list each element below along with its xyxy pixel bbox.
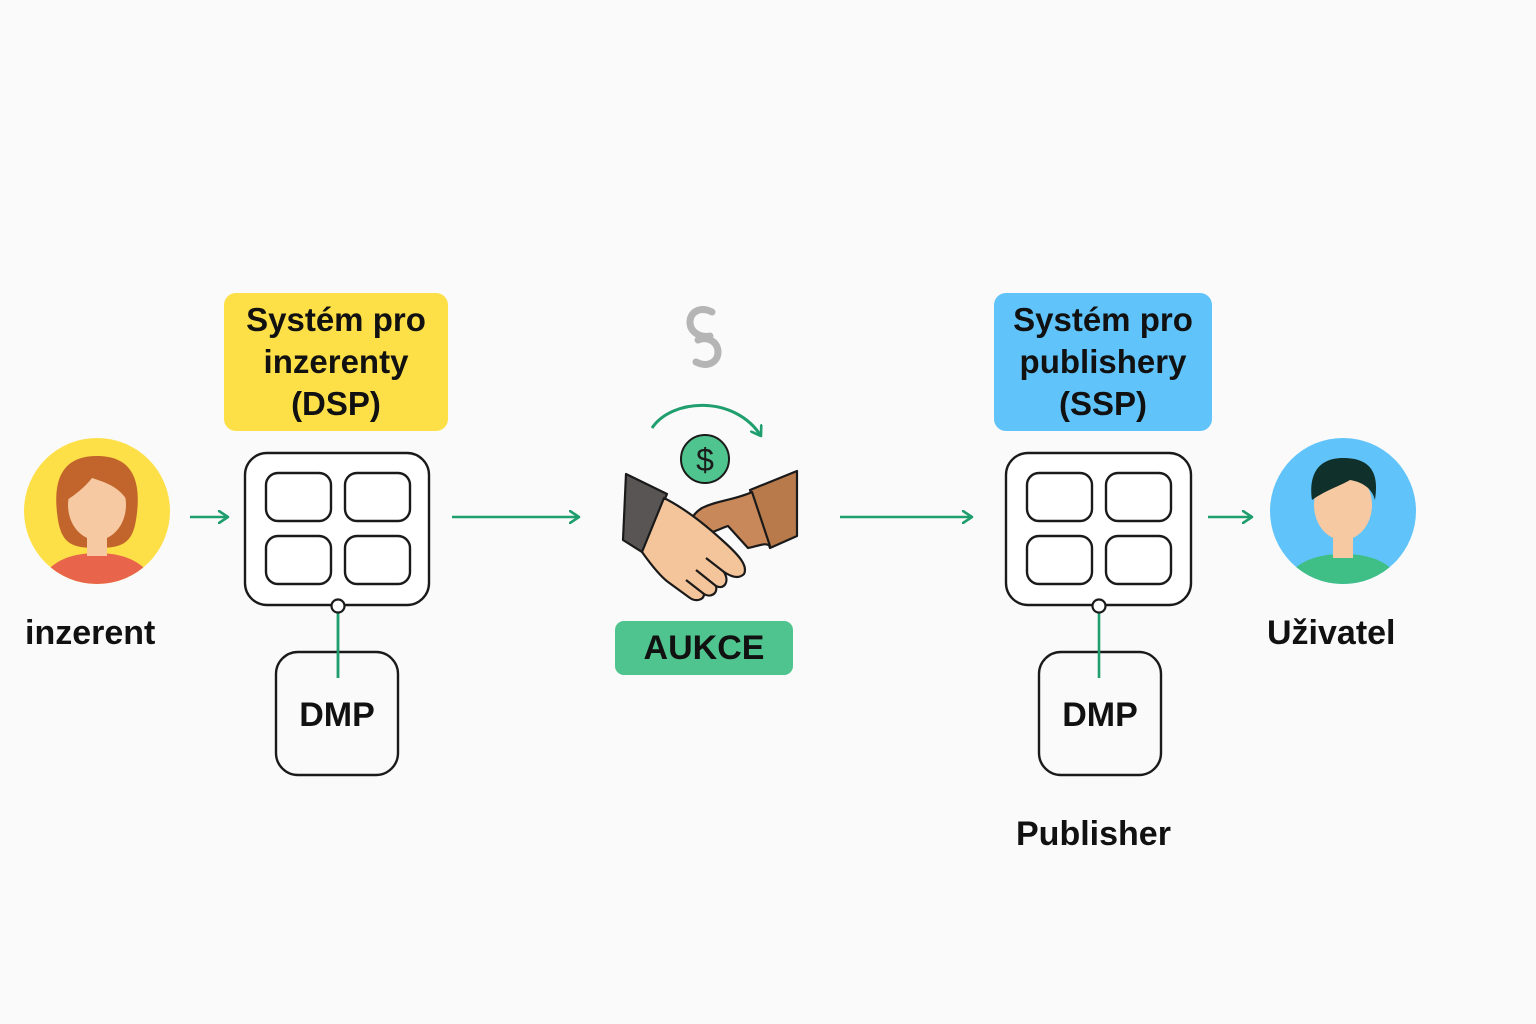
- advertiser-label: inzerent: [25, 614, 156, 652]
- man-avatar-icon: [1270, 438, 1416, 584]
- ssp-title-line-1: Systém pro: [1013, 301, 1193, 338]
- dsp-title-line-1: Systém pro: [246, 301, 426, 338]
- woman-avatar-icon: [24, 438, 170, 584]
- publisher-label: Publisher: [1016, 815, 1171, 853]
- user-label: Uživatel: [1267, 614, 1396, 652]
- handshake-icon: [621, 469, 799, 602]
- ssp-title-line-2: publishery: [1019, 343, 1187, 380]
- ssp-box: Systém pro publishery (SSP): [994, 293, 1212, 431]
- dmp-left-label: DMP: [299, 696, 375, 734]
- curved-arrow-icon: [650, 403, 761, 436]
- chain-link-icon: [686, 306, 722, 368]
- dsp-connector-node: [330, 598, 346, 614]
- dollar-coin-icon: $: [680, 434, 730, 484]
- dmp-right-label: DMP: [1062, 696, 1138, 734]
- ssp-title-line-3: (SSP): [1058, 385, 1147, 422]
- auction-badge: AUKCE: [615, 621, 793, 675]
- ssp-server-grid-icon: [1004, 451, 1193, 607]
- dsp-title-line-2: inzerenty: [263, 343, 409, 380]
- dsp-box: Systém pro inzerenty (DSP): [224, 293, 448, 431]
- svg-text:$: $: [696, 442, 714, 478]
- dsp-server-grid-icon: [243, 451, 431, 607]
- dsp-title-line-3: (DSP): [291, 385, 381, 422]
- ssp-connector-node: [1091, 598, 1107, 614]
